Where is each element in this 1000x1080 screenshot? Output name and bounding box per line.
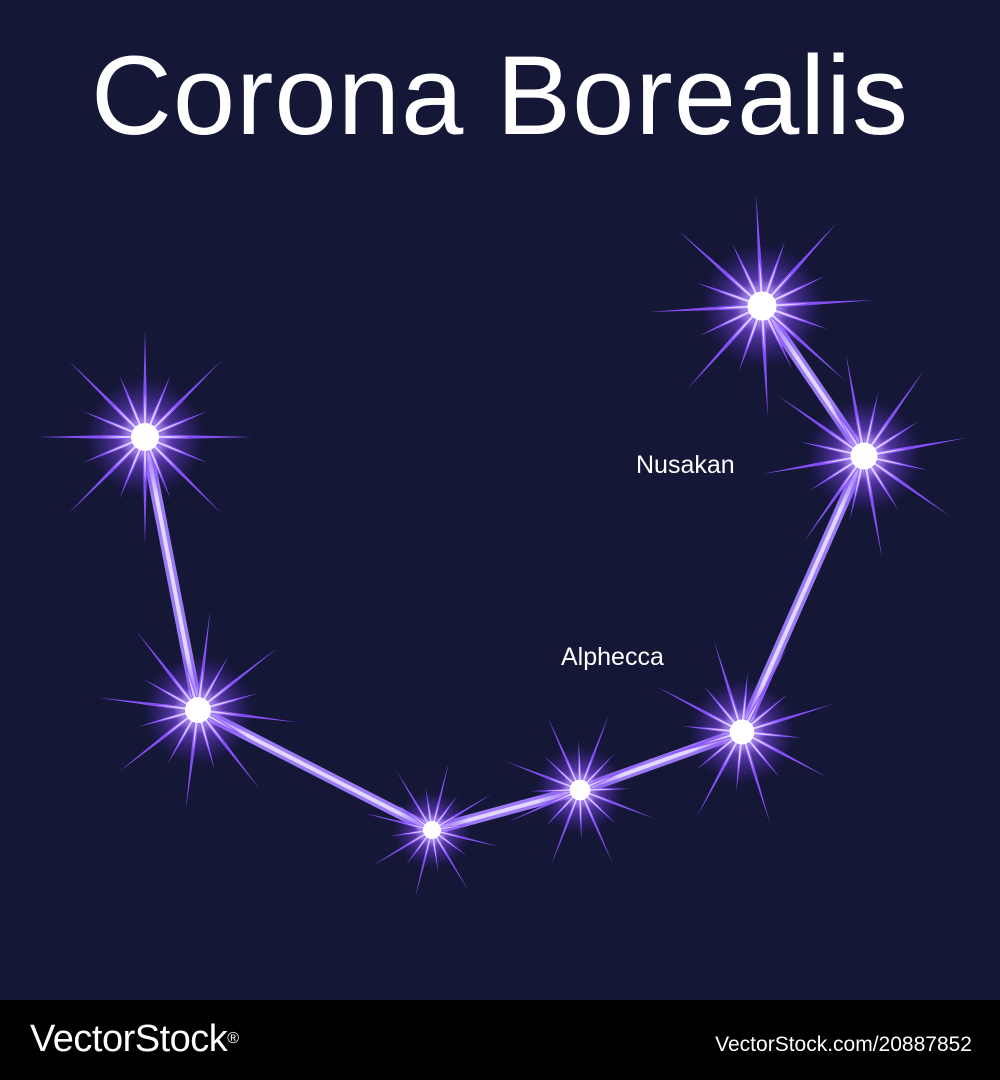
star-3 bbox=[364, 762, 500, 898]
watermark-image-id: VectorStock.com/20887852 bbox=[715, 1033, 972, 1056]
watermark-brand: VectorStock bbox=[30, 1018, 228, 1060]
registered-mark: ® bbox=[227, 1030, 239, 1047]
star-label-alphecca: Alphecca bbox=[561, 643, 664, 671]
star-alphecca bbox=[650, 640, 834, 824]
stars bbox=[37, 194, 967, 898]
vectorstock-logo: VectorStock® bbox=[30, 1016, 239, 1062]
star-top bbox=[650, 194, 874, 418]
star-2 bbox=[98, 610, 298, 810]
star-1 bbox=[37, 329, 253, 545]
star-nusakan bbox=[761, 353, 967, 559]
star-map: Nusakan Alphecca bbox=[37, 194, 967, 898]
diagram-title: Corona Borealis bbox=[90, 33, 910, 158]
watermark-bar bbox=[0, 1000, 1000, 1080]
star-4 bbox=[505, 715, 655, 865]
star-label-nusakan: Nusakan bbox=[636, 451, 735, 479]
